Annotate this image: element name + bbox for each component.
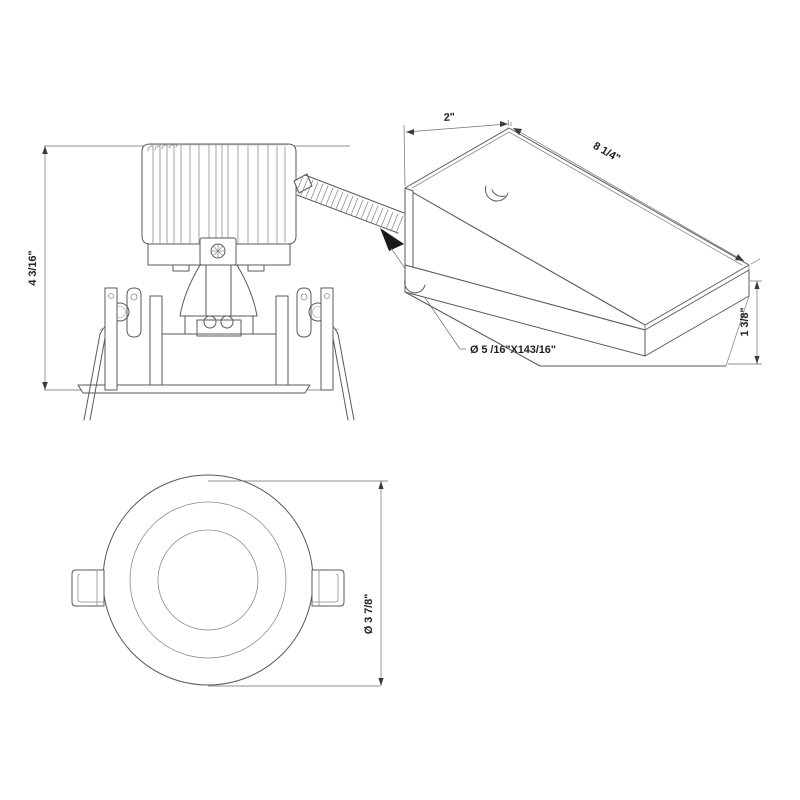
dimension-driver-width: 2" [403, 111, 510, 187]
heatsink-fin [147, 145, 154, 244]
arrowhead-diameter-bottom-icon [378, 678, 384, 686]
arrowhead-diameter-top-icon [378, 481, 384, 489]
callout-arrowhead-icon [380, 228, 404, 251]
spring-strap-left [104, 287, 118, 391]
arrowhead-length-end-icon [735, 254, 744, 261]
lamp-pin-left-icon [203, 315, 217, 329]
fixture-collar [147, 237, 291, 272]
heatsink-body [141, 143, 297, 245]
arrowhead-height-bottom-icon [754, 356, 760, 364]
dimension-line-width [405, 123, 509, 133]
mounting-tab-right [311, 569, 345, 607]
spring-bracket-right [296, 287, 312, 338]
dimension-trim-diameter: Ø 3 7/8" [208, 480, 388, 687]
arrowhead-height-top-icon [754, 281, 760, 289]
arrowhead-width-left-icon [406, 129, 414, 135]
conduit-callout-label: Ø 5 /16"X143/16" [470, 344, 556, 356]
heatsink-assembly [141, 143, 297, 245]
driver-bottom-right-edge [725, 295, 750, 367]
extension-line-length-end [750, 258, 761, 265]
spring-pivot-right-icon [300, 293, 308, 301]
driver-lid-lip [411, 131, 743, 266]
view-plan: Ø 3 7/8" [71, 474, 388, 687]
torsion-spring-right [296, 287, 355, 421]
housing-can [77, 295, 311, 394]
lamp-pin-right-icon [220, 315, 234, 329]
dimension-line-length [512, 127, 745, 262]
conduit-coil-ribs [295, 175, 404, 234]
dimension-driver-height: 1 3/8" [728, 280, 762, 365]
driver-end-face [404, 187, 414, 269]
mounting-tab-left-body [71, 569, 105, 607]
strap-hole-right-icon [324, 293, 330, 299]
mounting-tab-right-body [311, 569, 345, 607]
collar-tab-left [172, 264, 190, 272]
torsion-spring-left [83, 287, 142, 421]
arrowhead-length-start-icon [513, 128, 522, 135]
mounting-tab-left [71, 569, 105, 607]
spring-strap-right [320, 287, 334, 391]
dimension-height-label: 4 3/16" [27, 250, 39, 285]
dimension-driver-height-label: 1 3/8" [739, 307, 751, 336]
driver-knockout-left-icon [404, 279, 426, 294]
driver-bottom-edge [404, 291, 727, 367]
trim-flange [77, 384, 311, 394]
flexible-conduit [295, 174, 405, 234]
dimension-driver-width-label: 2" [443, 111, 455, 124]
collar-tab-right [247, 264, 265, 272]
mounting-tab-right-inner [311, 573, 339, 603]
extension-line-width-left [403, 124, 406, 187]
extension-line-width-right [507, 119, 510, 127]
lamp-socket [196, 319, 242, 337]
spring-bracket-left [126, 287, 142, 338]
arrowhead-bottom-icon [42, 382, 48, 390]
view-driver-isometric: 2" 8 1/4" 1 3/8" [403, 111, 762, 367]
housing-rail-left [149, 295, 163, 386]
heatsink-fin [175, 143, 182, 244]
heatsink-fin [154, 145, 161, 244]
driver-knockout-top-inner-icon [491, 189, 506, 197]
arrowhead-width-right-icon [500, 121, 508, 127]
strap-hole-left-icon [108, 293, 114, 299]
conduit-edge-top [304, 174, 405, 214]
trim-ring-middle [129, 501, 287, 659]
dimension-trim-diameter-label: Ø 3 7/8" [363, 594, 375, 635]
arrowhead-top-icon [42, 146, 48, 154]
driver-knockout-top-icon [484, 185, 509, 202]
mounting-tab-left-inner [77, 573, 105, 603]
trim-aperture-circle [157, 529, 259, 631]
spring-pivot-left-icon [130, 293, 138, 301]
housing-rail-right [275, 295, 289, 386]
